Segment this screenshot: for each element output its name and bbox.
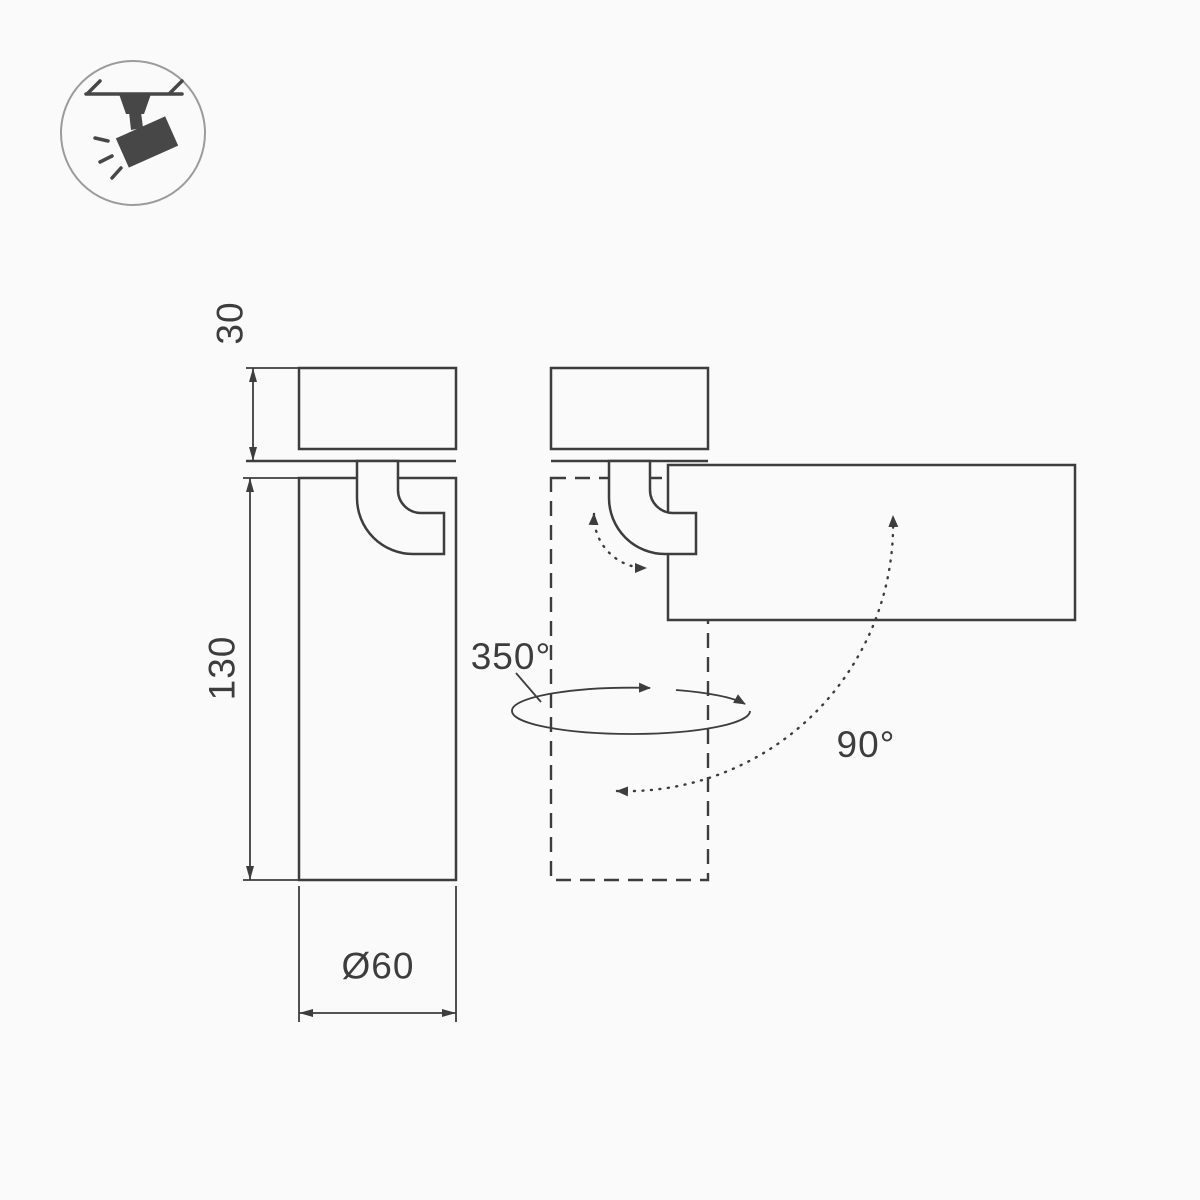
dim-label-diameter: Ø60 (342, 946, 415, 987)
light-ray-icon (110, 166, 123, 180)
spotlight-head-icon (115, 116, 179, 168)
dim-base-height: 30 (210, 301, 299, 461)
mounting-base (297, 366, 458, 451)
rotation-view: 350° 90° (471, 366, 1077, 882)
swivel-arc-topright (675, 689, 746, 705)
mounting-type-badge (60, 60, 206, 206)
swivel-arm (355, 459, 446, 556)
dimensions: 30 130 Ø60 (202, 301, 457, 1022)
dim-label-body-height: 130 (202, 636, 243, 701)
dim-body-height: 130 (202, 477, 299, 881)
light-ray-icon (93, 136, 110, 143)
tilt-arc-small (588, 512, 648, 573)
swivel-arc-bottom (511, 710, 751, 735)
swivel-label-leader (515, 672, 542, 703)
mount-stem (129, 112, 143, 130)
side-view (246, 366, 458, 882)
dim-diameter: Ø60 (298, 886, 457, 1022)
tilt-arc-90: 90° (615, 514, 899, 797)
tilt-angle-label: 90° (837, 724, 896, 765)
body-tilted-position (666, 463, 1077, 622)
mounting-base (549, 366, 710, 451)
light-ray-icon (98, 154, 114, 164)
ceiling-hatch-icon (86, 79, 102, 95)
track-mount (119, 94, 151, 114)
swivel-angle-label: 350° (471, 636, 552, 677)
ceiling-hatch-icon (168, 79, 184, 95)
dim-label-base-height: 30 (210, 301, 251, 344)
